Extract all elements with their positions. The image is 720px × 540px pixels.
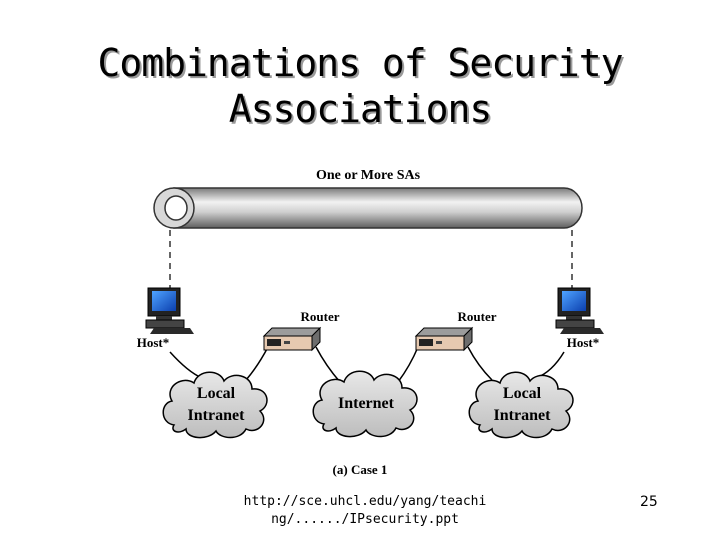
cloud-right-local-intranet (468, 371, 574, 439)
slide-title: Combinations of Security Associations (0, 40, 720, 132)
footer-url: http://sce.uhcl.edu/yang/teachi ng/.....… (240, 493, 490, 529)
footer-url-line-1: http://sce.uhcl.edu/yang/teachi (243, 494, 487, 509)
cloud-center-internet (312, 370, 418, 438)
page-number: 25 (640, 494, 658, 510)
cloud-center-label: Internet (338, 395, 395, 412)
sa-tunnel (153, 187, 583, 229)
router-left-label: Router (301, 309, 340, 324)
title-line-2: Associations (228, 87, 493, 131)
title-line-1: Combinations of Security (97, 41, 623, 85)
tunnel-label: One or More SAs (316, 168, 421, 183)
host-left-label: Host* (137, 335, 170, 350)
host-left-computer-icon (145, 287, 194, 334)
diagram-caption: (a) Case 1 (333, 462, 388, 477)
cloud-right-line1: Local (503, 385, 542, 402)
router-left-icon (262, 326, 322, 352)
cloud-left-local-intranet (162, 371, 268, 439)
host-right-computer-icon (555, 287, 604, 334)
cloud-right-line2: Intranet (494, 407, 552, 424)
router-right-label: Router (458, 309, 497, 324)
footer-url-line-2: ng/....../IPsecurity.ppt (271, 512, 459, 527)
host-right-label: Host* (567, 335, 600, 350)
cloud-left-line2: Intranet (188, 407, 246, 424)
router-right-icon (414, 326, 474, 352)
cloud-left-line1: Local (197, 385, 236, 402)
